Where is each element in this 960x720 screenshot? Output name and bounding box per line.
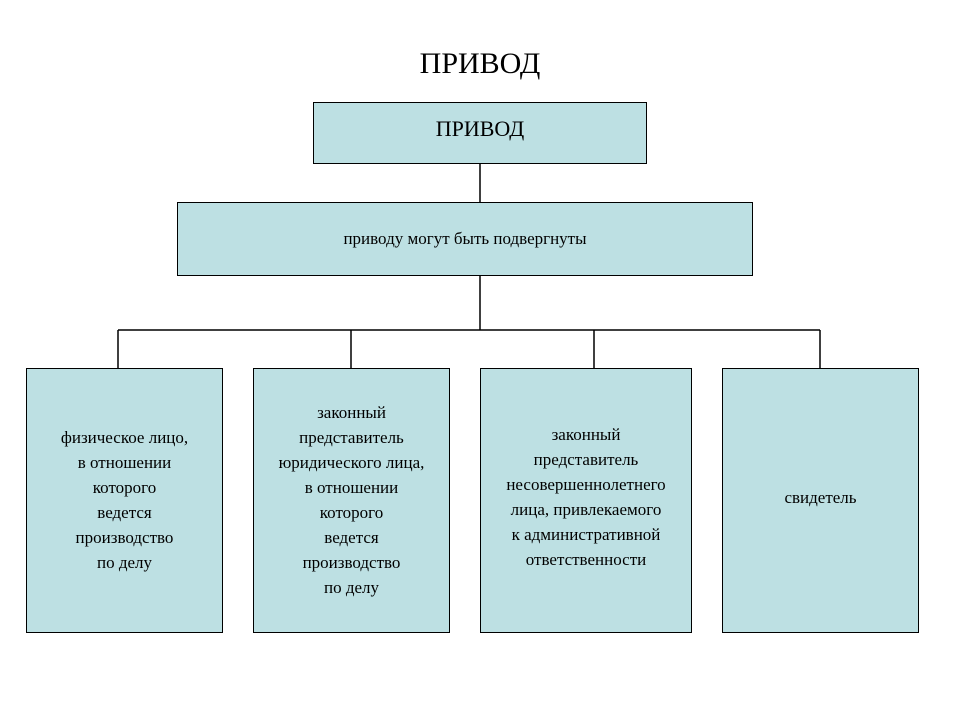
subject-node: приводу могут быть подвергнуты bbox=[177, 202, 753, 276]
leaf-node-label: физическое лицо, в отношении которого ве… bbox=[60, 427, 189, 572]
leaf-node-witness: свидетель bbox=[722, 368, 919, 633]
subject-node-label: приводу могут быть подвергнуты bbox=[343, 229, 587, 248]
slide-title: ПРИВОД bbox=[419, 47, 541, 80]
leaf-node-legal-representative-minor: законный представитель несовершеннолетне… bbox=[480, 368, 692, 633]
leaf-node-physical-person: физическое лицо, в отношении которого ве… bbox=[26, 368, 223, 633]
root-node: ПРИВОД bbox=[313, 102, 647, 164]
root-node-label: ПРИВОД bbox=[435, 116, 525, 141]
leaf-node-label: законный представитель юридического лица… bbox=[278, 402, 425, 597]
leaf-node-label: свидетель bbox=[784, 488, 857, 507]
leaf-node-legal-representative-entity: законный представитель юридического лица… bbox=[253, 368, 450, 633]
leaf-node-label: законный представитель несовершеннолетне… bbox=[506, 424, 666, 569]
